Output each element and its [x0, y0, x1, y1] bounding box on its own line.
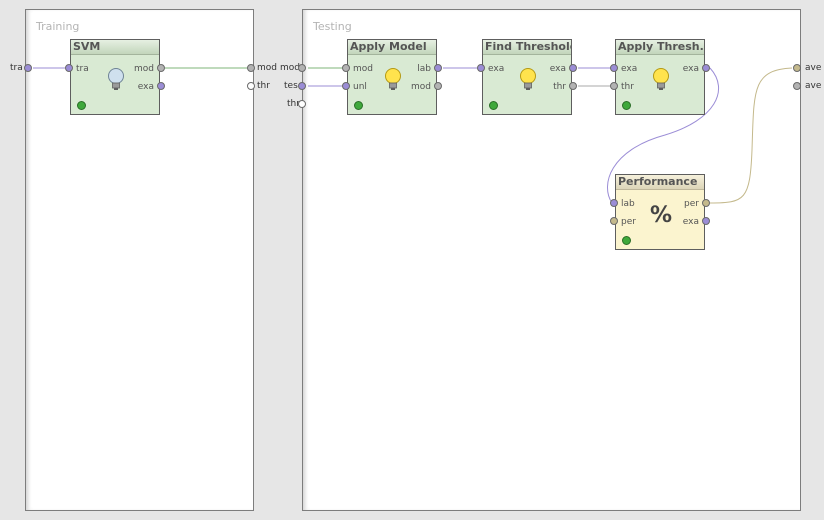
- apply-model-port-label-mod-out: mod: [411, 82, 431, 92]
- apply-model-port-in-unl[interactable]: [342, 82, 350, 90]
- performance-port-in-per[interactable]: [610, 217, 618, 225]
- status-indicator: [622, 236, 631, 245]
- find-threshold-operator[interactable]: Find Threshold exa exa thr: [482, 39, 572, 115]
- testing-input-label-tes: tes: [284, 81, 298, 91]
- apply-model-port-in-mod[interactable]: [342, 64, 350, 72]
- performance-port-label-per-out: per: [684, 199, 699, 209]
- testing-output-label-ave-1: ave: [805, 63, 822, 73]
- training-output-port-mod[interactable]: [247, 64, 255, 72]
- performance-port-label-exa: exa: [682, 217, 699, 227]
- training-input-label: tra: [10, 63, 23, 73]
- apply-model-port-out-lab[interactable]: [434, 64, 442, 72]
- apply-threshold-port-in-exa[interactable]: [610, 64, 618, 72]
- lightbulb-icon: [653, 68, 669, 90]
- find-threshold-port-in-exa[interactable]: [477, 64, 485, 72]
- lightbulb-icon: [520, 68, 536, 90]
- performance-port-out-exa[interactable]: [702, 217, 710, 225]
- performance-port-label-per-in: per: [621, 217, 636, 227]
- testing-output-port-ave-2[interactable]: [793, 82, 801, 90]
- find-threshold-port-label-thr: thr: [553, 82, 566, 92]
- testing-output-label-ave-2: ave: [805, 81, 822, 91]
- apply-model-port-label-lab: lab: [417, 64, 431, 74]
- apply-threshold-port-label-exa-out: exa: [682, 64, 699, 74]
- performance-port-label-lab: lab: [621, 199, 635, 209]
- svm-port-out-exa[interactable]: [157, 82, 165, 90]
- testing-input-port-tes[interactable]: [298, 82, 306, 90]
- apply-threshold-operator[interactable]: Apply Thresh... exa thr exa: [615, 39, 705, 115]
- lightbulb-icon: [385, 68, 401, 90]
- svm-port-label-tra: tra: [76, 64, 89, 74]
- performance-operator[interactable]: Performance lab per per exa %: [615, 174, 705, 250]
- training-output-port-thr[interactable]: [247, 82, 255, 90]
- find-threshold-port-label-exa-in: exa: [488, 64, 505, 74]
- apply-model-port-label-unl: unl: [353, 82, 367, 92]
- status-indicator: [77, 101, 86, 110]
- apply-threshold-port-out-exa[interactable]: [702, 64, 710, 72]
- training-output-label-mod: mod: [257, 63, 277, 73]
- testing-input-label-thr: thr: [287, 99, 300, 109]
- svm-port-in-tra[interactable]: [65, 64, 73, 72]
- svm-operator[interactable]: SVM tra mod exa: [70, 39, 160, 115]
- testing-panel-title: Testing: [313, 20, 352, 33]
- testing-input-port-thr[interactable]: [298, 100, 306, 108]
- apply-model-port-label-mod-in: mod: [353, 64, 373, 74]
- training-panel-title: Training: [36, 20, 80, 33]
- performance-operator-title: Performance: [616, 175, 704, 190]
- status-indicator: [354, 101, 363, 110]
- svm-operator-title: SVM: [71, 40, 159, 55]
- apply-model-port-out-mod[interactable]: [434, 82, 442, 90]
- svm-port-label-exa: exa: [137, 82, 154, 92]
- testing-input-label-mod: mod: [280, 63, 300, 73]
- training-input-port[interactable]: [24, 64, 32, 72]
- testing-input-port-mod[interactable]: [298, 64, 306, 72]
- svm-port-label-mod: mod: [134, 64, 154, 74]
- percent-icon: %: [650, 203, 673, 228]
- apply-model-operator[interactable]: Apply Model mod unl lab mod: [347, 39, 437, 115]
- svm-port-out-mod[interactable]: [157, 64, 165, 72]
- find-threshold-port-label-exa-out: exa: [549, 64, 566, 74]
- lightbulb-icon: [108, 68, 124, 90]
- find-threshold-port-out-thr[interactable]: [569, 82, 577, 90]
- status-indicator: [489, 101, 498, 110]
- apply-model-operator-title: Apply Model: [348, 40, 436, 55]
- performance-port-in-lab[interactable]: [610, 199, 618, 207]
- apply-threshold-port-in-thr[interactable]: [610, 82, 618, 90]
- status-indicator: [622, 101, 631, 110]
- apply-threshold-operator-title: Apply Thresh...: [616, 40, 704, 55]
- find-threshold-port-out-exa[interactable]: [569, 64, 577, 72]
- training-output-label-thr: thr: [257, 81, 270, 91]
- apply-threshold-port-label-thr: thr: [621, 82, 634, 92]
- find-threshold-operator-title: Find Threshold: [483, 40, 571, 55]
- performance-port-out-per[interactable]: [702, 199, 710, 207]
- testing-output-port-ave-1[interactable]: [793, 64, 801, 72]
- apply-threshold-port-label-exa-in: exa: [621, 64, 638, 74]
